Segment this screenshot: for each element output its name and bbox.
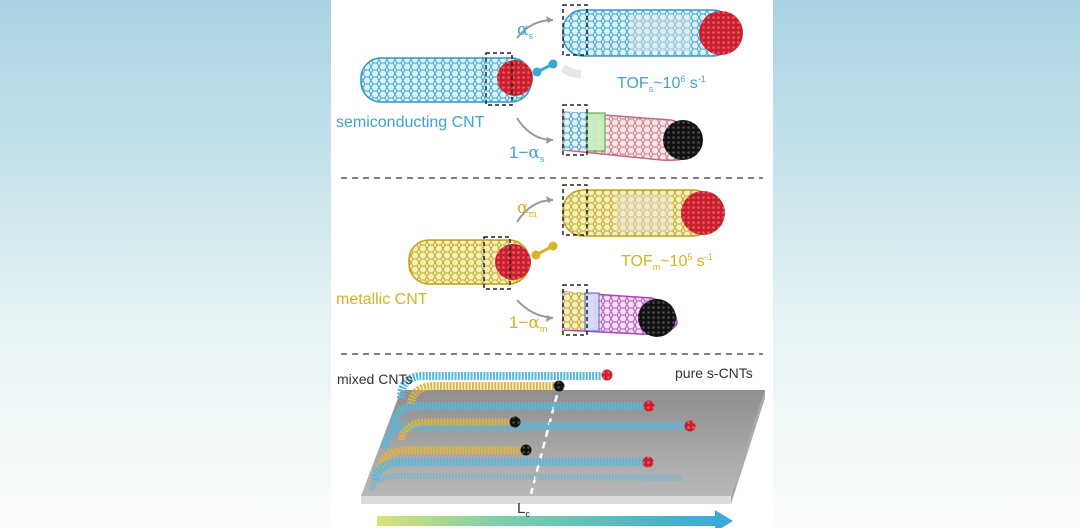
- growth-boundary-line: [529, 371, 565, 495]
- cap-selection-box: [562, 284, 588, 336]
- tof-m-label: TOFm~105 s-1: [621, 252, 713, 272]
- one-minus-alpha-m-label: 1−αm: [509, 313, 548, 334]
- array-cnt-semiconducting: [368, 472, 682, 492]
- mixed-cnts-label: mixed CNTs: [337, 371, 413, 387]
- catalyst-particle-icon: [643, 400, 655, 412]
- deactivated-catalyst-icon: [520, 444, 532, 456]
- deactivated-catalyst-icon: [638, 299, 676, 337]
- substrate: [361, 390, 765, 504]
- catalyst-particle-icon: [684, 420, 696, 432]
- cap-selection-box: [562, 184, 588, 236]
- catalyst-particle-icon: [601, 369, 613, 381]
- lc-axis-arrow: [377, 510, 733, 528]
- array-cnt-semiconducting: [389, 402, 643, 429]
- semiconducting-cnt-label: semiconducting CNT: [336, 114, 485, 131]
- pure-s-cnts-label: pure s-CNTs: [675, 365, 753, 381]
- metallic-cnt-label: metallic CNT: [336, 291, 428, 308]
- figure-drawing: [341, 4, 765, 528]
- cap-selection-box: [485, 52, 513, 106]
- cnt-array: [368, 369, 696, 492]
- tof-s-label: TOFs~106 s-1: [617, 74, 706, 94]
- catalyst-particle-icon: [699, 11, 743, 55]
- lc-axis-label: Lc: [517, 500, 530, 519]
- grown-metallic-cnt: [562, 184, 725, 237]
- terminated-metallic-cnt: [562, 284, 678, 337]
- grown-semiconducting-cnt: [562, 4, 743, 57]
- catalyst-particle-icon: [495, 244, 531, 280]
- catalyst-particle-icon: [681, 191, 725, 235]
- cap-selection-box: [483, 236, 511, 290]
- one-minus-alpha-s-label: 1−αs: [509, 143, 545, 164]
- deactivated-catalyst-icon: [663, 120, 703, 160]
- deactivated-catalyst-icon: [553, 380, 565, 392]
- catalyst-particle-icon: [642, 456, 654, 468]
- deactivated-catalyst-icon: [509, 416, 521, 428]
- array-cnt-semiconducting: [371, 458, 643, 481]
- carbon-feed-icon: [532, 59, 582, 78]
- array-cnt-semiconducting: [397, 372, 601, 399]
- alpha-s-label: αs: [517, 20, 534, 42]
- figure-panel: αs TOFs~106 s-1 semiconducting CNT 1−αs …: [331, 0, 773, 528]
- one-minus-alpha-s-arrow: [516, 117, 554, 141]
- cap-selection-box: [562, 104, 588, 156]
- terminated-semiconducting-cnt: [562, 104, 703, 162]
- cap-selection-box: [562, 4, 588, 56]
- carbon-feed-icon: [531, 241, 558, 260]
- array-cnt-metallic: [407, 382, 555, 405]
- initial-semiconducting-cnt: [360, 52, 533, 106]
- initial-metallic-cnt: [408, 236, 531, 290]
- array-cnt-metallic: [397, 418, 511, 441]
- alpha-m-label: αm: [517, 198, 538, 220]
- catalyst-particle-icon: [497, 60, 533, 96]
